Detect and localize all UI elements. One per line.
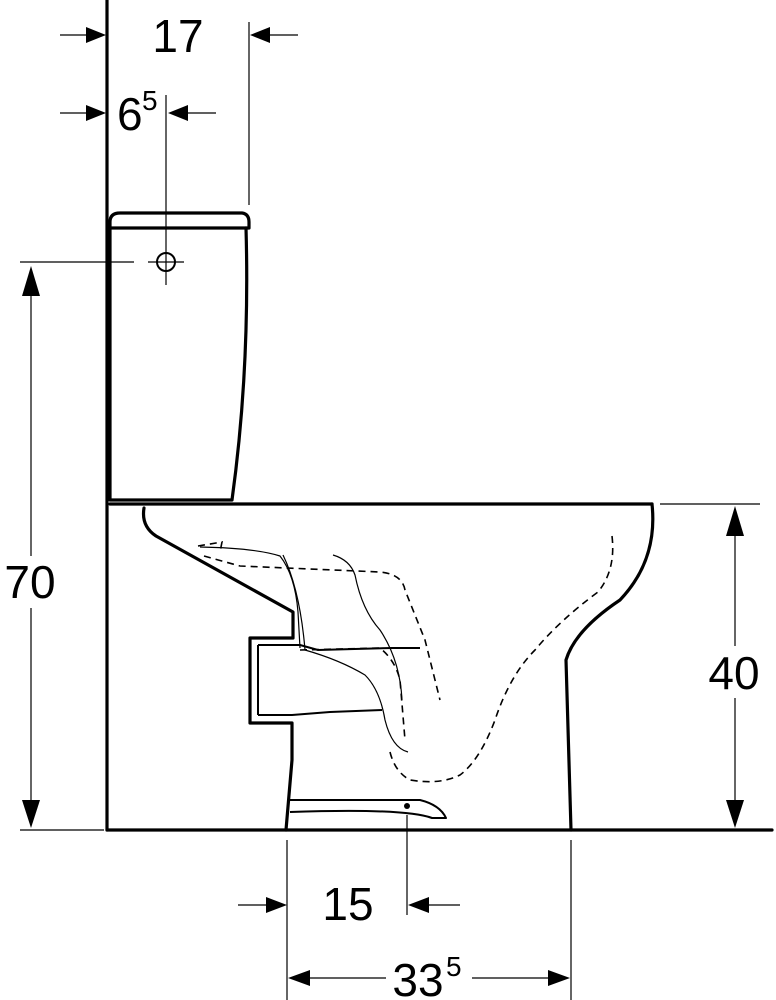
dimension-overall-height: 70	[0, 266, 60, 828]
dimension-seat-height: 40	[705, 506, 765, 828]
flush-rim-lines	[199, 546, 409, 753]
toilet-bowl	[108, 502, 655, 832]
dimension-inlet-offset: 6 5	[60, 85, 216, 140]
dimension-top-width-label: 17	[152, 10, 203, 62]
water-inlet-symbol	[148, 95, 184, 285]
dimension-drain-offset-label: 15	[322, 878, 373, 930]
dimension-top-width: 17	[60, 10, 298, 62]
hidden-trap-lines	[197, 535, 614, 783]
extension-lines	[20, 22, 760, 1000]
dimension-foot-depth-sup: 5	[446, 951, 462, 982]
dimension-drain-offset: 15	[238, 878, 460, 930]
foot-drain-detail	[289, 799, 447, 819]
dimension-overall-height-label: 70	[4, 556, 55, 608]
dimension-inlet-offset-sup: 5	[142, 85, 158, 116]
dimension-seat-height-label: 40	[708, 647, 759, 699]
dimension-inlet-offset-label: 6	[117, 88, 143, 140]
dimension-foot-depth: 33 5	[288, 951, 570, 1000]
cistern	[108, 211, 251, 502]
wall-and-floor	[105, 0, 774, 832]
dimension-foot-depth-label: 33	[392, 954, 443, 1000]
